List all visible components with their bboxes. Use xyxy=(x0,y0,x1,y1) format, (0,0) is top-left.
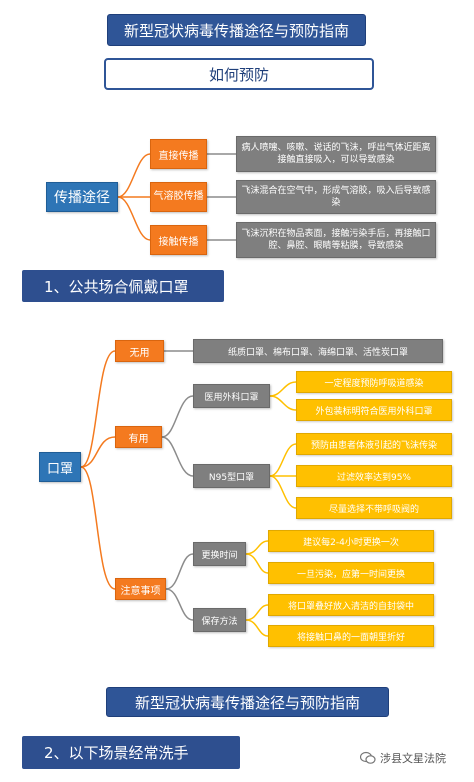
notes-replace-time-node: 更换时间 xyxy=(193,542,246,566)
route-aerosol-desc: 飞沫混合在空气中，形成气溶胶，吸入后导致感染 xyxy=(236,180,436,214)
transmission-root-node: 传播途径 xyxy=(46,182,118,212)
n95-point-2: 过滤效率达到95% xyxy=(296,465,452,487)
mask-useless-node: 无用 xyxy=(115,340,164,362)
route-aerosol-node: 气溶胶传播 xyxy=(150,182,207,212)
route-contact-desc: 飞沫沉积在物品表面，接触污染手后，再接触口腔、鼻腔、眼睛等粘膜，导致感染 xyxy=(236,222,436,258)
replace-point-1: 建议每2-4小时更换一次 xyxy=(268,530,434,552)
replace-point-2: 一旦污染，应第一时间更换 xyxy=(268,562,434,584)
page-title: 新型冠状病毒传播途径与预防指南 xyxy=(107,14,366,46)
storage-point-2: 将接触口鼻的一面朝里折好 xyxy=(268,625,434,647)
n95-point-3: 尽量选择不带呼吸阀的 xyxy=(296,497,452,519)
mask-type-n95-node: N95型口罩 xyxy=(193,464,270,488)
wechat-icon xyxy=(359,751,376,765)
route-direct-desc: 病人喷嚏、咳嗽、说话的飞沫，呼出气体近距离接触直接吸入，可以导致感染 xyxy=(236,136,436,172)
mask-notes-node: 注意事项 xyxy=(115,578,166,600)
route-direct-node: 直接传播 xyxy=(150,139,207,169)
watermark: 涉县文星法院 xyxy=(359,748,472,768)
section-2-heading: 2、以下场景经常洗手 xyxy=(22,736,240,769)
section-subtitle: 如何预防 xyxy=(104,58,374,90)
mask-type-surgical-node: 医用外科口罩 xyxy=(193,384,270,408)
mask-useless-desc: 纸质口罩、棉布口罩、海绵口罩、活性炭口罩 xyxy=(193,339,443,363)
notes-storage-node: 保存方法 xyxy=(193,608,246,632)
mask-useful-node: 有用 xyxy=(115,426,162,448)
n95-point-1: 预防由患者体液引起的飞沫传染 xyxy=(296,433,452,455)
watermark-text: 涉县文星法院 xyxy=(380,752,446,765)
storage-point-1: 将口罩叠好放入清洁的自封袋中 xyxy=(268,594,434,616)
mask-root-node: 口罩 xyxy=(39,452,81,482)
section-1-heading: 1、公共场合佩戴口罩 xyxy=(22,270,224,302)
surgical-point-2: 外包装标明符合医用外科口罩 xyxy=(296,399,452,421)
route-contact-node: 接触传播 xyxy=(150,225,207,255)
surgical-point-1: 一定程度预防呼吸道感染 xyxy=(296,371,452,393)
footer-title-banner: 新型冠状病毒传播途径与预防指南 xyxy=(106,687,389,717)
